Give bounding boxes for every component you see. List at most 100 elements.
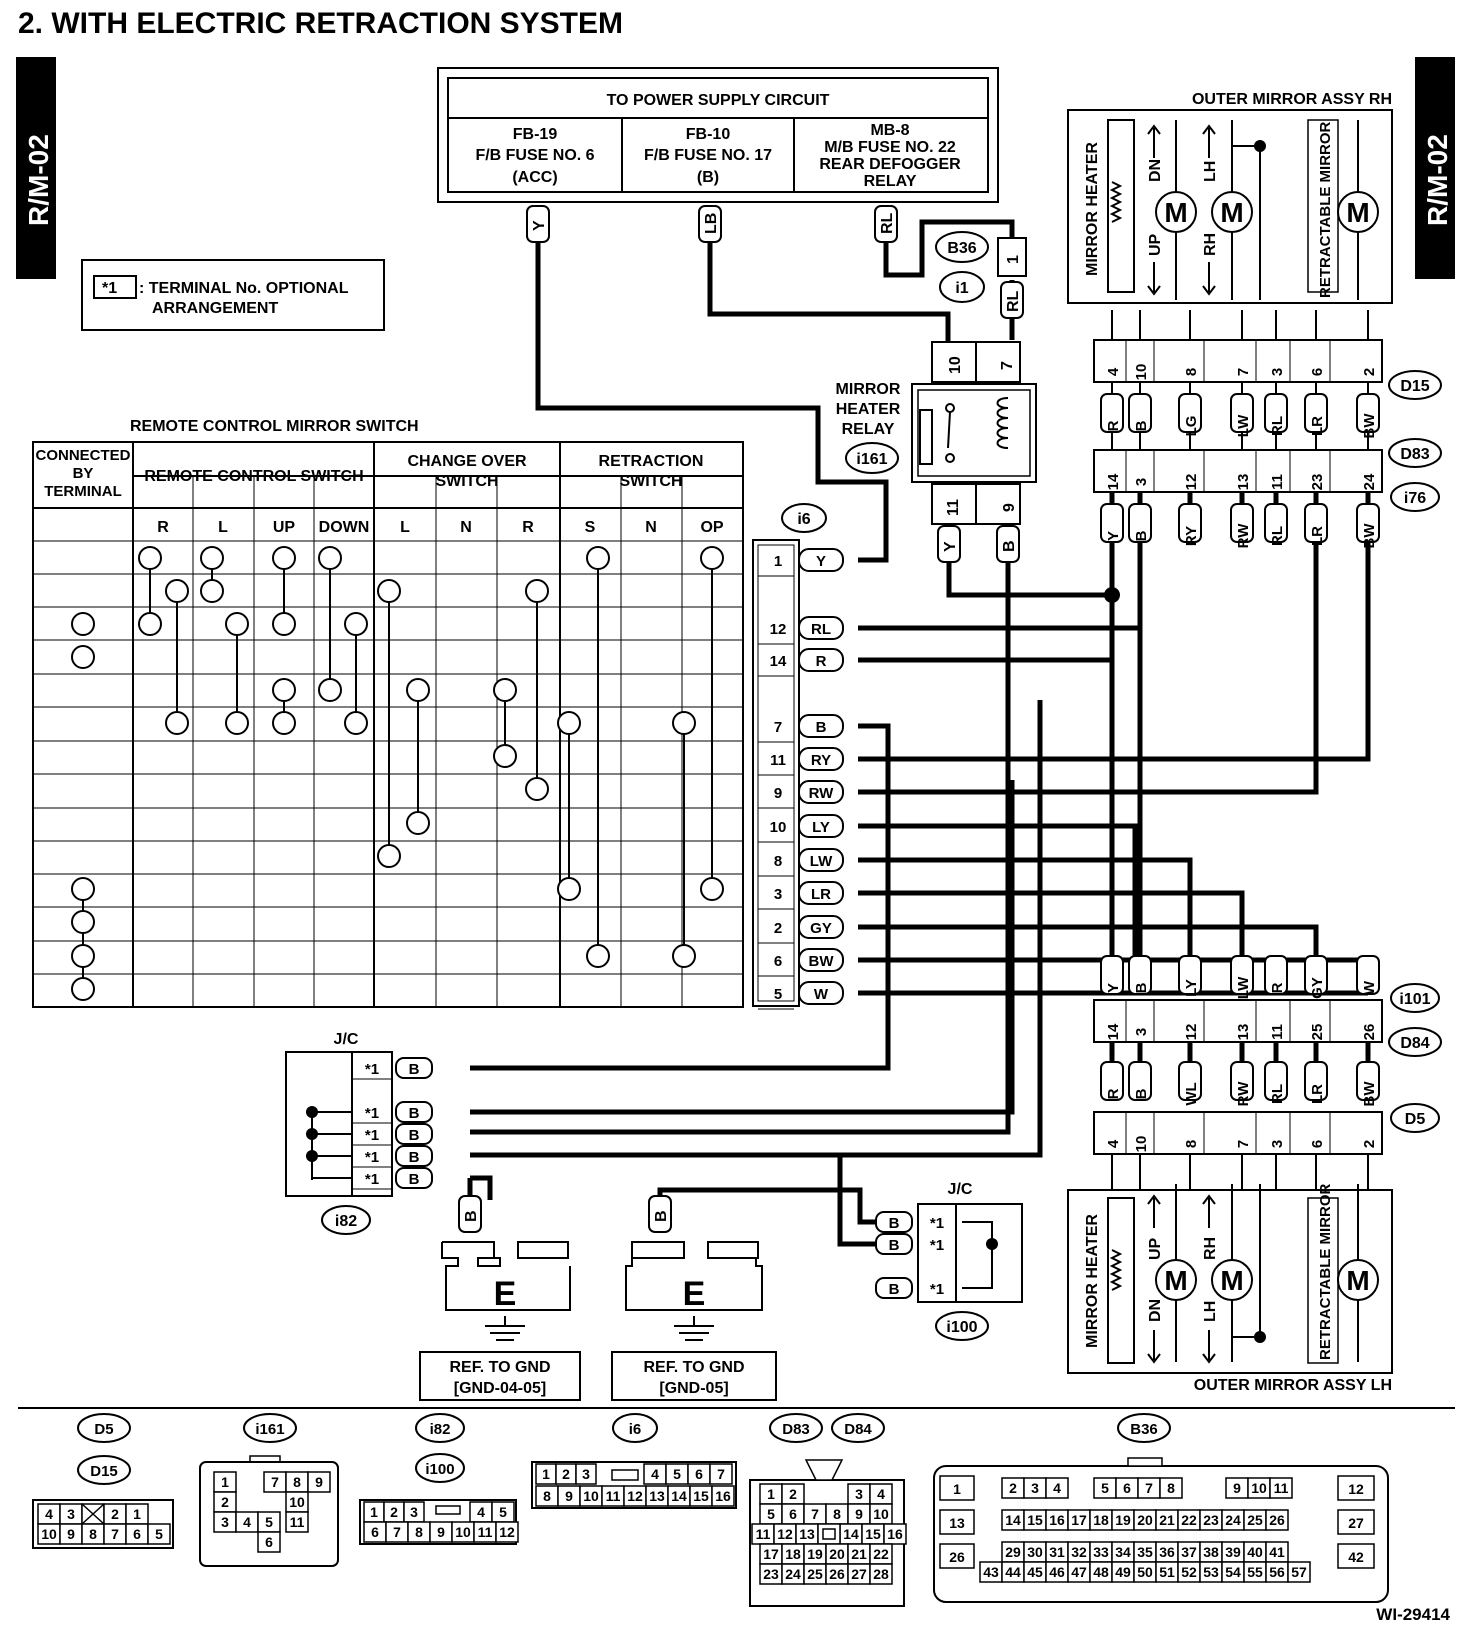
- pin-number: 26: [1361, 1024, 1378, 1041]
- pin-cell: 5: [265, 1514, 273, 1530]
- wire-code: RW: [1235, 523, 1252, 549]
- wire-tag: [395, 1057, 433, 1079]
- wire-code: B: [463, 1210, 480, 1222]
- pin-cell: 12: [627, 1488, 643, 1504]
- pin-cell: 22: [1181, 1512, 1197, 1528]
- power-supply-title: TO POWER SUPPLY CIRCUIT: [607, 92, 830, 109]
- motor-dir: RH: [1202, 233, 1219, 256]
- pin-cell: 7: [1145, 1480, 1153, 1496]
- fuse-label: (ACC): [512, 169, 557, 186]
- col-header: TERMINAL: [44, 483, 122, 500]
- pin-cell: 27: [851, 1566, 867, 1582]
- ground-1: B E REF. TO GND [GND-04-05]: [419, 1178, 581, 1401]
- pin-cell: 57: [1291, 1564, 1307, 1580]
- pin-number: 10: [770, 819, 787, 836]
- lh-connectors: Y14R4B3B10LY12WL8LW13RW7R11RL3GY25LR6W26…: [1093, 955, 1442, 1190]
- wire-code: B: [409, 1105, 420, 1122]
- pin-cell: 18: [1093, 1512, 1109, 1528]
- pin-cell: 26: [949, 1549, 965, 1565]
- wire-tag: [798, 814, 844, 838]
- wire-code: B: [1133, 1088, 1150, 1099]
- pin-cell: 55: [1247, 1564, 1263, 1580]
- ground-ref: [GND-05]: [659, 1380, 728, 1397]
- pin-cell: 4: [477, 1504, 485, 1520]
- pin-cell: 12: [777, 1526, 793, 1542]
- wire-code: GY: [810, 920, 832, 937]
- wires: [470, 219, 1371, 1291]
- retract-label: RETRACTABLE MIRROR: [1317, 121, 1334, 298]
- wire-tag: [875, 1233, 913, 1255]
- pin-cell: 13: [799, 1526, 815, 1542]
- connector-tag: i161: [255, 1421, 284, 1438]
- pin-cell: 14: [843, 1526, 859, 1542]
- wire-tag: [1128, 955, 1152, 995]
- connector-tag: [1117, 1413, 1171, 1443]
- pin-cell: 8: [293, 1474, 301, 1490]
- wire-tag: [1230, 393, 1254, 433]
- pin-number: 23: [1309, 474, 1326, 491]
- pin-cell: 50: [1137, 1564, 1153, 1580]
- ground-2: B E REF. TO GND [GND-05]: [611, 1195, 777, 1401]
- pin-number: 1: [1005, 255, 1022, 264]
- group-header: SWITCH: [435, 473, 498, 490]
- pin-cell: 10: [289, 1494, 305, 1510]
- motor-dir: DN: [1147, 1299, 1164, 1322]
- sub-header: L: [400, 519, 410, 536]
- wire-code: RW: [1235, 1081, 1252, 1107]
- jc-i100: J/C *1B*1B*1B i100: [875, 1181, 1023, 1341]
- wire-tag: [1178, 955, 1202, 995]
- wire-code: W: [814, 986, 829, 1003]
- wire-tag: [1356, 503, 1380, 543]
- pin-cell: 1: [542, 1466, 550, 1482]
- pin-cell: 34: [1115, 1544, 1131, 1560]
- wire-tag: [798, 747, 844, 771]
- pin-number: 13: [1235, 474, 1252, 491]
- power-supply-box: TO POWER SUPPLY CIRCUIT FB-19 F/B FUSE N…: [437, 67, 999, 203]
- wire-tag: [395, 1145, 433, 1167]
- pin-cell: 8: [543, 1488, 551, 1504]
- pin-cell: 56: [1269, 1564, 1285, 1580]
- connector-tag: i6: [797, 511, 810, 528]
- pin-cell: 28: [873, 1566, 889, 1582]
- wire-tag: [1304, 955, 1328, 995]
- motor-dir: DN: [1147, 159, 1164, 182]
- pin-cell: 1: [953, 1481, 961, 1497]
- wire-code: B: [816, 719, 827, 736]
- jc-label: J/C: [948, 1181, 973, 1198]
- pin-cell: 16: [715, 1488, 731, 1504]
- wire-code: B: [889, 1237, 900, 1254]
- pin-number: 3: [774, 886, 782, 903]
- ground-ref: REF. TO GND: [449, 1359, 550, 1376]
- motor-dir: LH: [1202, 161, 1219, 182]
- pin-cell: 11: [606, 1488, 621, 1504]
- wire-code: LR: [1309, 526, 1326, 546]
- wire-tag: [1128, 503, 1152, 543]
- pin-number: 5: [774, 986, 782, 1003]
- wire-code: B: [889, 1281, 900, 1298]
- pin-number: 11: [1269, 1024, 1286, 1040]
- sub-header: L: [218, 519, 228, 536]
- wire-tag: [1230, 503, 1254, 543]
- wire-code: LW: [1235, 414, 1252, 437]
- pin-cell: 29: [1005, 1544, 1021, 1560]
- pin-number: 13: [1235, 1024, 1252, 1041]
- col-header: BY: [73, 465, 94, 482]
- wire-tag: [395, 1167, 433, 1189]
- motor-dir: UP: [1147, 233, 1164, 256]
- wire-code: B: [409, 1149, 420, 1166]
- pin-cell: 21: [851, 1546, 867, 1562]
- pin-cell: 14: [1005, 1512, 1021, 1528]
- pin-cell: 52: [1181, 1564, 1197, 1580]
- pin-cell: 4: [877, 1486, 885, 1502]
- sub-header: N: [645, 519, 657, 536]
- wire-code: B: [653, 1210, 670, 1222]
- wire-tag: [798, 848, 844, 872]
- connector-tag: i76: [1404, 490, 1426, 507]
- pin-number: 7: [774, 719, 782, 736]
- pin-number: 3: [1133, 1028, 1150, 1036]
- connector-tag: i6: [629, 1421, 642, 1438]
- wire-tag: [1304, 393, 1328, 433]
- pin-cell: 5: [155, 1526, 163, 1542]
